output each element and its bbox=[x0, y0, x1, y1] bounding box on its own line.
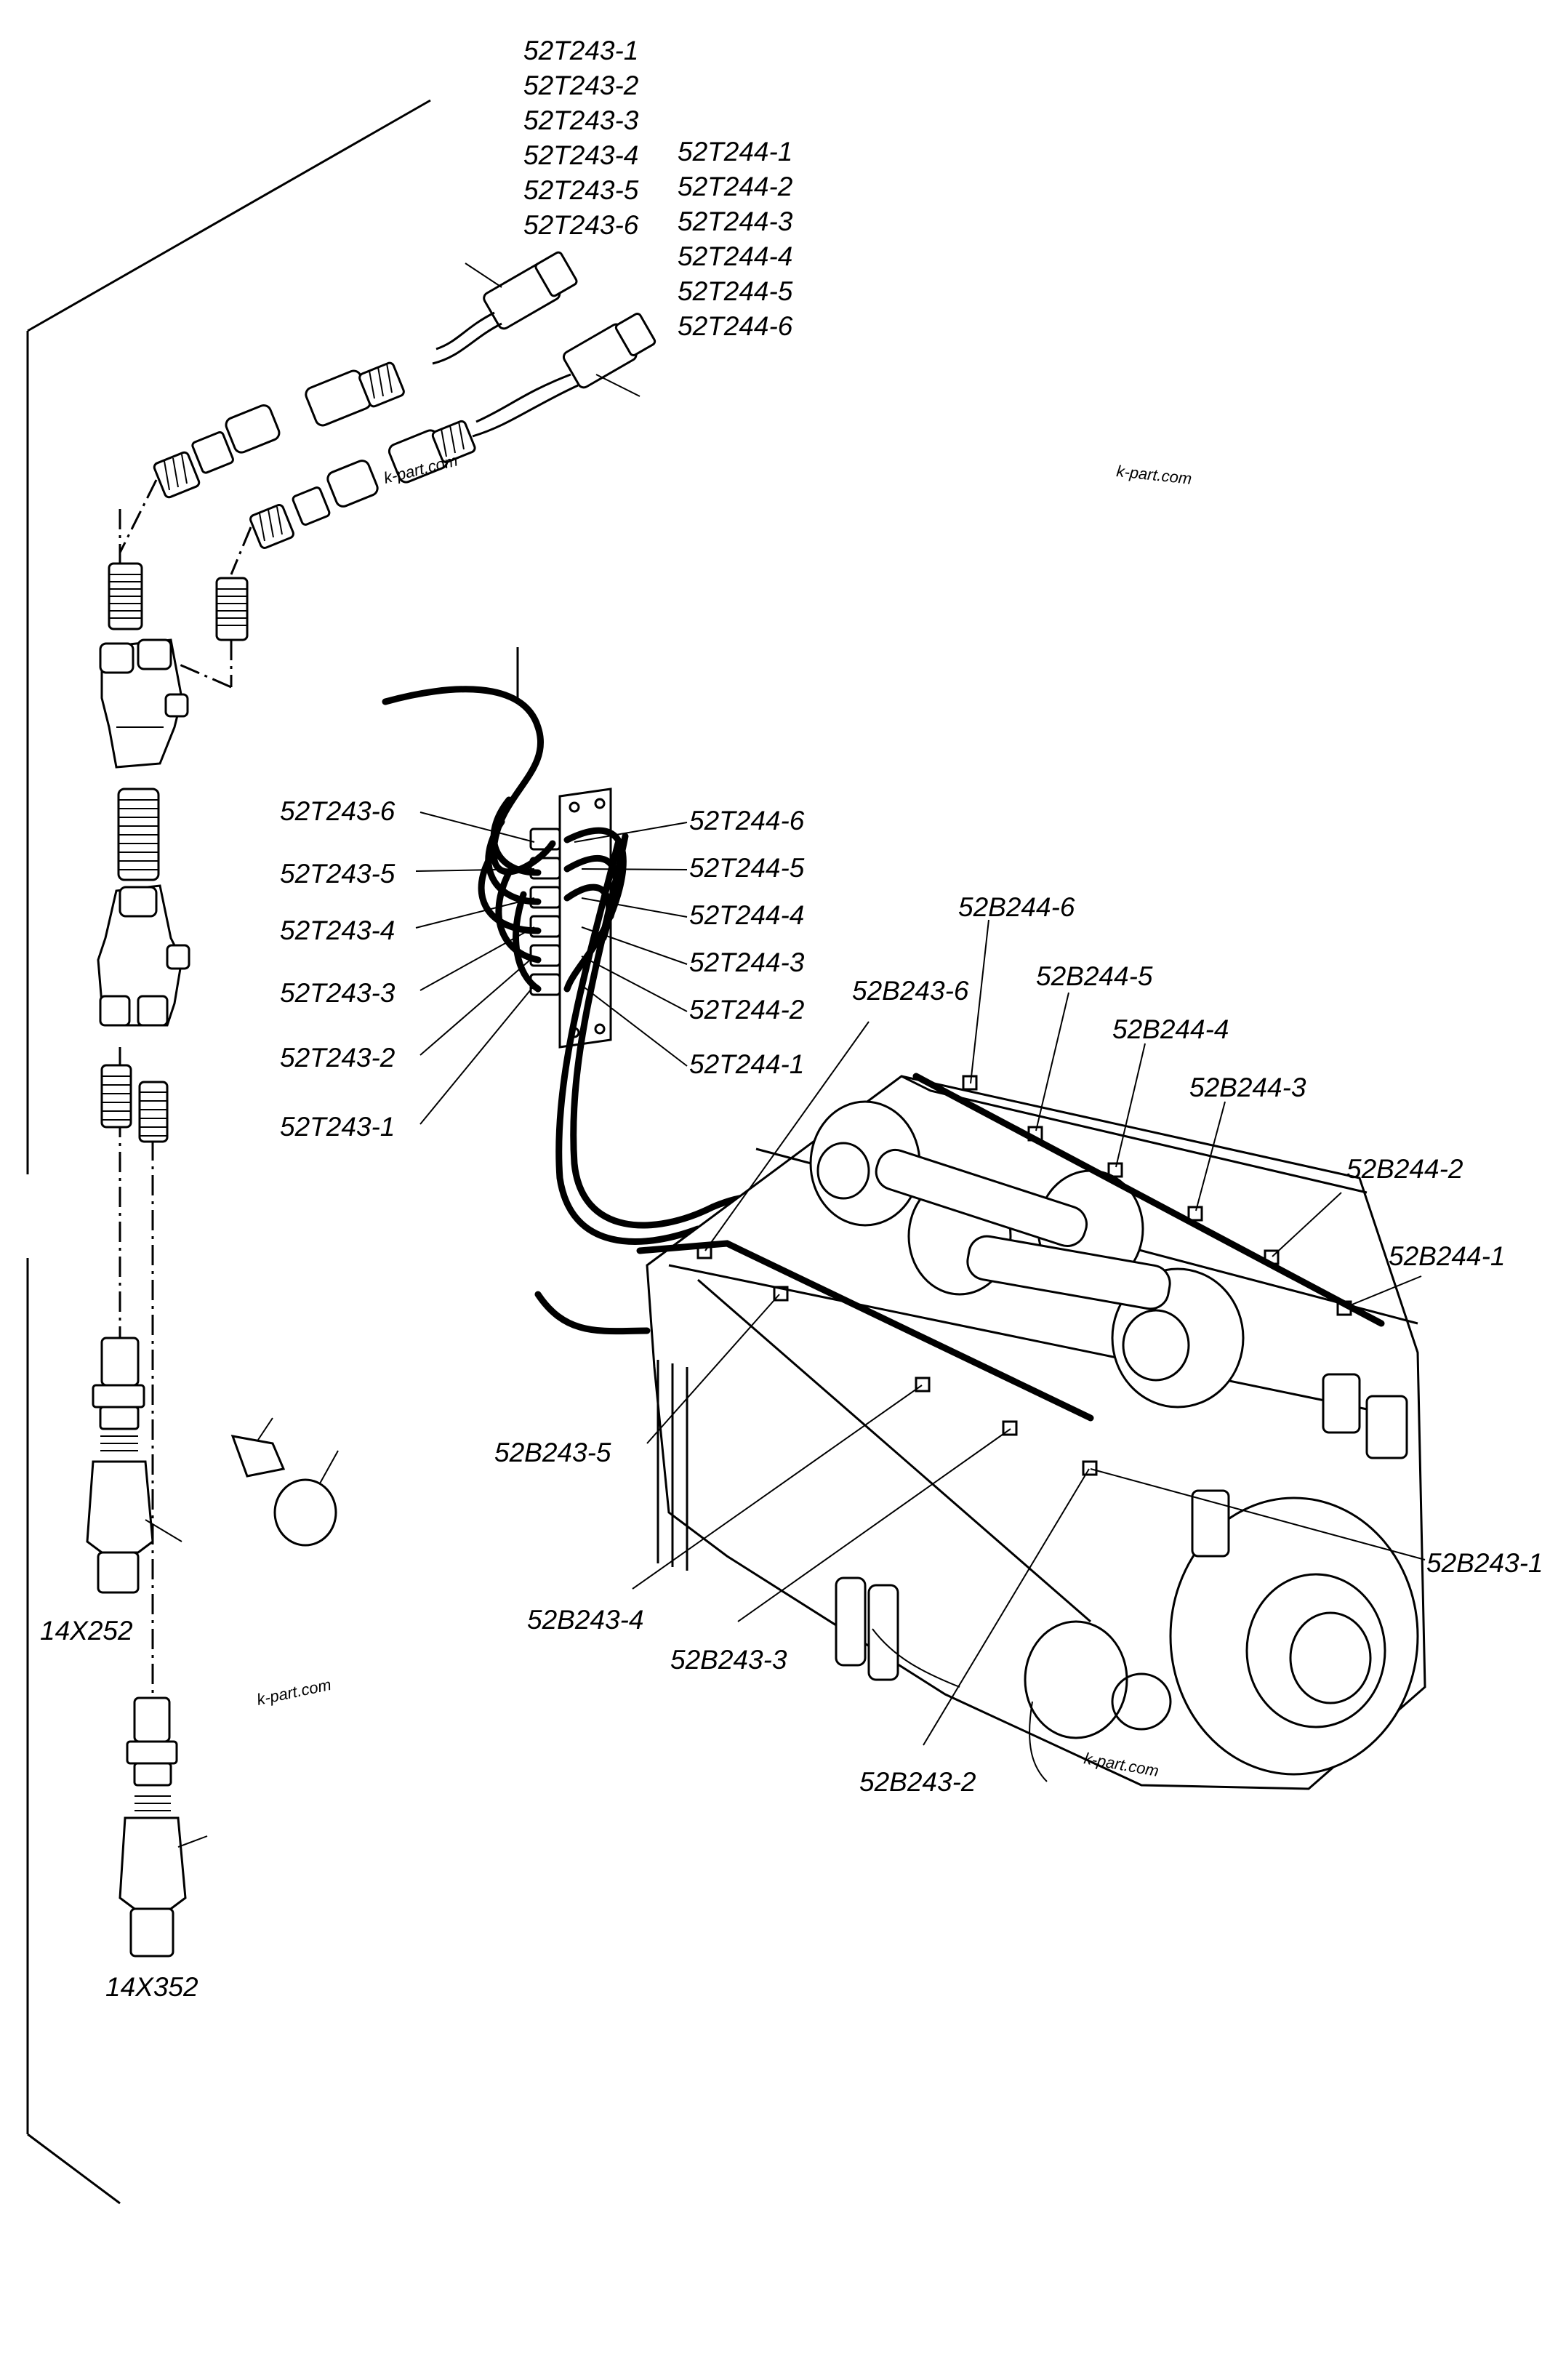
label-52b244-5: 52B244-5 bbox=[1036, 961, 1153, 991]
label-block-52t243-3: 52T243-3 bbox=[280, 978, 395, 1008]
frame-lines bbox=[26, 99, 431, 2205]
cable-clamp bbox=[273, 1450, 339, 1547]
label-block-52t243-6: 52T243-6 bbox=[280, 796, 395, 826]
label-14x352: 14X352 bbox=[105, 1972, 198, 2002]
engine-labels-left: 52B243-6 52B243-5 52B243-4 52B243-3 52B2… bbox=[494, 976, 1543, 1797]
top-labels-left: 52T243-1 52T243-2 52T243-3 52T243-4 52T2… bbox=[523, 36, 639, 240]
label-52b244-1: 52B244-1 bbox=[1389, 1241, 1505, 1271]
label-52b244-4: 52B244-4 bbox=[1112, 1014, 1229, 1044]
label-block-52t244-2: 52T244-2 bbox=[689, 995, 805, 1025]
block-labels-left: 52T243-6 52T243-5 52T243-4 52T243-3 52T2… bbox=[280, 796, 395, 1142]
label-52t243-4: 52T243-4 bbox=[523, 140, 638, 170]
label-block-52t244-5: 52T244-5 bbox=[689, 853, 805, 883]
label-52t244-4: 52T244-4 bbox=[678, 241, 792, 271]
label-52t243-2: 52T243-2 bbox=[523, 71, 639, 100]
fitting-14x252 bbox=[86, 1337, 182, 1594]
label-52t243-5: 52T243-5 bbox=[523, 175, 639, 205]
label-block-52t244-3: 52T244-3 bbox=[689, 947, 805, 977]
sensor-cable-assembly-1 bbox=[153, 251, 578, 499]
threaded-sleeve-2 bbox=[215, 577, 249, 641]
label-block-52t244-1: 52T244-1 bbox=[689, 1049, 804, 1079]
label-52b243-2: 52B243-2 bbox=[859, 1767, 976, 1797]
label-52b244-2: 52B244-2 bbox=[1346, 1154, 1463, 1184]
label-52t244-6: 52T244-6 bbox=[678, 311, 793, 341]
engine-assembly bbox=[534, 1073, 1426, 1790]
y-connector-upper bbox=[99, 638, 189, 769]
label-block-52t243-4: 52T243-4 bbox=[280, 915, 395, 945]
fitting-14x352 bbox=[119, 1696, 208, 1958]
label-52t244-3: 52T244-3 bbox=[678, 207, 793, 236]
threaded-sleeve-1 bbox=[108, 562, 143, 630]
label-block-52t244-4: 52T244-4 bbox=[689, 900, 804, 930]
label-52t244-5: 52T244-5 bbox=[678, 276, 793, 306]
watermark-2: k-part.com bbox=[1115, 462, 1192, 488]
y-connector-lower bbox=[97, 884, 190, 1027]
label-14x252: 14X252 bbox=[40, 1616, 133, 1646]
watermark-3: k-part.com bbox=[255, 1675, 333, 1709]
label-block-52t244-6: 52T244-6 bbox=[689, 806, 805, 836]
label-52b243-6: 52B243-6 bbox=[852, 976, 969, 1006]
label-52b243-3: 52B243-3 bbox=[670, 1645, 787, 1675]
label-block-52t243-5: 52T243-5 bbox=[280, 859, 395, 889]
threaded-sleeve-5 bbox=[138, 1081, 169, 1143]
label-block-52t243-2: 52T243-2 bbox=[280, 1043, 395, 1073]
threaded-sleeve-3 bbox=[117, 788, 160, 881]
label-52t244-1: 52T244-1 bbox=[678, 137, 792, 167]
label-block-52t243-1: 52T243-1 bbox=[280, 1112, 395, 1142]
label-52t243-3: 52T243-3 bbox=[523, 105, 639, 135]
label-52b244-3: 52B244-3 bbox=[1189, 1073, 1306, 1102]
cable-tag bbox=[230, 1417, 286, 1478]
sensor-cable-assembly-2 bbox=[249, 313, 656, 549]
block-labels-right: 52T244-6 52T244-5 52T244-4 52T244-3 52T2… bbox=[689, 806, 805, 1079]
fitting-labels: 14X252 14X352 bbox=[40, 1616, 198, 2002]
label-52t243-1: 52T243-1 bbox=[523, 36, 638, 65]
threaded-sleeve-4 bbox=[100, 1064, 132, 1129]
label-52t244-2: 52T244-2 bbox=[678, 172, 793, 201]
label-52b244-6: 52B244-6 bbox=[958, 892, 1075, 922]
leader-lines bbox=[415, 812, 1426, 1746]
label-52b243-4: 52B243-4 bbox=[527, 1605, 643, 1635]
label-52t243-6: 52T243-6 bbox=[523, 210, 639, 240]
engine-labels-right: 52B244-6 52B244-5 52B244-4 52B244-3 52B2… bbox=[958, 892, 1505, 1271]
label-52b243-5: 52B243-5 bbox=[494, 1438, 611, 1467]
label-52b243-1: 52B243-1 bbox=[1426, 1548, 1543, 1578]
top-labels-right: 52T244-1 52T244-2 52T244-3 52T244-4 52T2… bbox=[678, 137, 793, 341]
